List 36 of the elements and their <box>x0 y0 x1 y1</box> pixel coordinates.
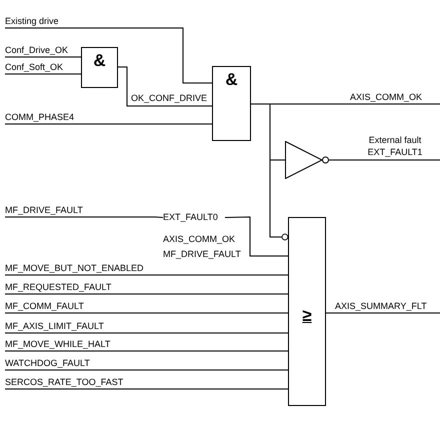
signal-name: MF_REQUESTED_FAULT <box>5 281 125 294</box>
signal-line <box>4 216 164 218</box>
signal-name: Existing drive <box>5 15 85 28</box>
signal-name: AXIS_SUMMARY_FLT <box>335 300 440 313</box>
signal-line <box>4 312 288 314</box>
and-gate: & <box>212 66 251 141</box>
signal-line <box>326 312 440 314</box>
signal-name: Conf_Soft_OK <box>5 61 75 74</box>
signal-name: External fault <box>368 134 422 146</box>
signal-name: WATCHDOG_FAULT <box>5 357 105 370</box>
signal-name: COMM_PHASE4 <box>5 111 80 124</box>
signal-line <box>224 216 288 256</box>
signal-line <box>4 28 212 84</box>
signal-name: MF_MOVE_BUT_NOT_ENABLED <box>5 262 145 275</box>
signal-name: EXT_FAULT0 <box>163 211 225 224</box>
inverter-gate <box>285 141 329 179</box>
or-gate: ≥ <box>288 217 326 406</box>
signal-line <box>118 66 212 106</box>
signal-name: Conf_Drive_OK <box>5 44 80 57</box>
signal-line <box>4 332 288 334</box>
signal-name: MF_MOVE_WHILE_HALT <box>5 338 125 351</box>
signal-line <box>250 104 288 240</box>
signal-name: MF_DRIVE_FAULT <box>5 204 95 217</box>
signal-line <box>4 274 288 276</box>
signal-name: SERCOS_RATE_TOO_FAST <box>5 376 135 389</box>
and-gate: & <box>81 47 118 88</box>
signal-name: AXIS_COMM_OK <box>350 91 440 104</box>
signal-line <box>4 388 288 390</box>
signal-line <box>4 56 82 58</box>
signal-name: MF_AXIS_LIMIT_FAULT <box>5 320 125 333</box>
input-label: MF_DRIVE_FAULT <box>163 248 241 260</box>
signal-name: MF_COMM_FAULT <box>5 300 105 313</box>
signal-line <box>4 350 288 352</box>
signal-name: EXT_FAULT1 <box>366 146 424 158</box>
edge-label: OK_CONF_DRIVE <box>131 92 208 104</box>
input-label: AXIS_COMM_OK <box>163 233 236 245</box>
